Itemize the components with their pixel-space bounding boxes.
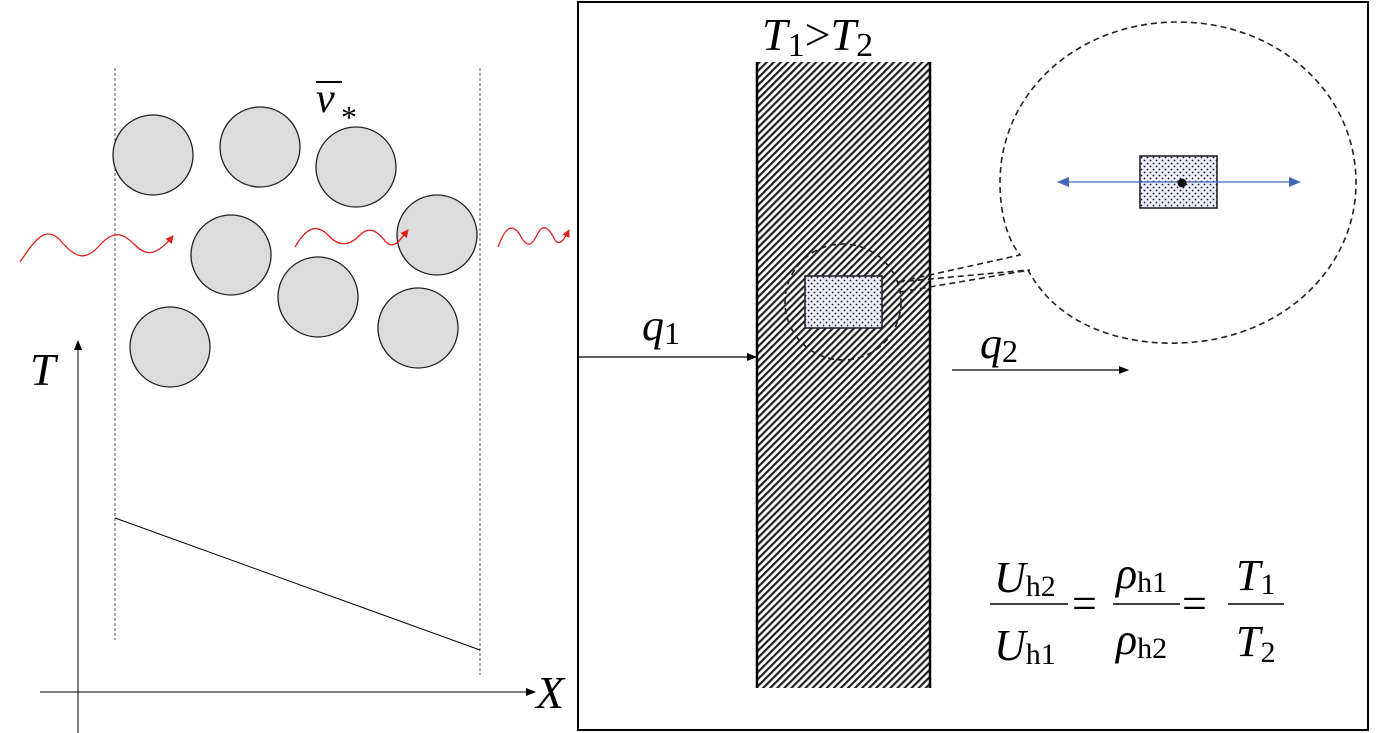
- denominator-rho: ρh2: [1114, 615, 1167, 665]
- y-axis-label: T: [30, 344, 59, 395]
- denominator-T: T2: [1236, 617, 1275, 669]
- panel-frame: [577, 1, 1369, 731]
- particle: [190, 214, 272, 296]
- q2-label: q2: [980, 319, 1018, 369]
- radiation-waves: [19, 227, 570, 263]
- equals-sign: =: [1182, 579, 1207, 628]
- control-volume: [804, 275, 883, 329]
- zoom-region-circle: [784, 243, 902, 361]
- wave-arrow: [19, 233, 174, 263]
- wave-arrow: [294, 227, 409, 248]
- equals-sign: =: [1072, 579, 1097, 628]
- center-point: [1177, 178, 1187, 188]
- velocity-label: v *: [316, 76, 357, 135]
- particles: [112, 106, 478, 388]
- temperature-profile: [114, 517, 481, 651]
- velocity-subscript: *: [341, 99, 357, 135]
- particle: [112, 114, 194, 196]
- temperature-condition: T1>T2: [762, 9, 873, 64]
- particle: [315, 126, 397, 208]
- porous-layer: [757, 62, 930, 688]
- velocity-symbol: v: [316, 76, 335, 122]
- magnifier-leader: [899, 269, 1031, 293]
- left-panel: v * T X: [19, 68, 570, 733]
- particle: [396, 194, 478, 276]
- particle: [377, 287, 459, 369]
- equation: Uh2 Uh1 = ρh1 ρh2 = T1 T2: [990, 549, 1284, 671]
- particle: [277, 256, 359, 338]
- right-panel: T1>T2 q1 q2 Uh2 Uh1 = ρh1 ρh2 = T1 T2: [577, 1, 1369, 731]
- magnified-balloon: [897, 21, 1357, 344]
- wave-arrow: [497, 227, 570, 248]
- denominator-U: Uh1: [994, 621, 1056, 671]
- q1-label: q1: [642, 301, 680, 351]
- numerator-rho: ρh1: [1114, 549, 1167, 599]
- numerator-T: T1: [1236, 551, 1275, 601]
- x-axis-label: X: [534, 667, 566, 718]
- particle: [129, 306, 211, 388]
- numerator-U: Uh2: [994, 553, 1056, 603]
- particle: [219, 106, 301, 188]
